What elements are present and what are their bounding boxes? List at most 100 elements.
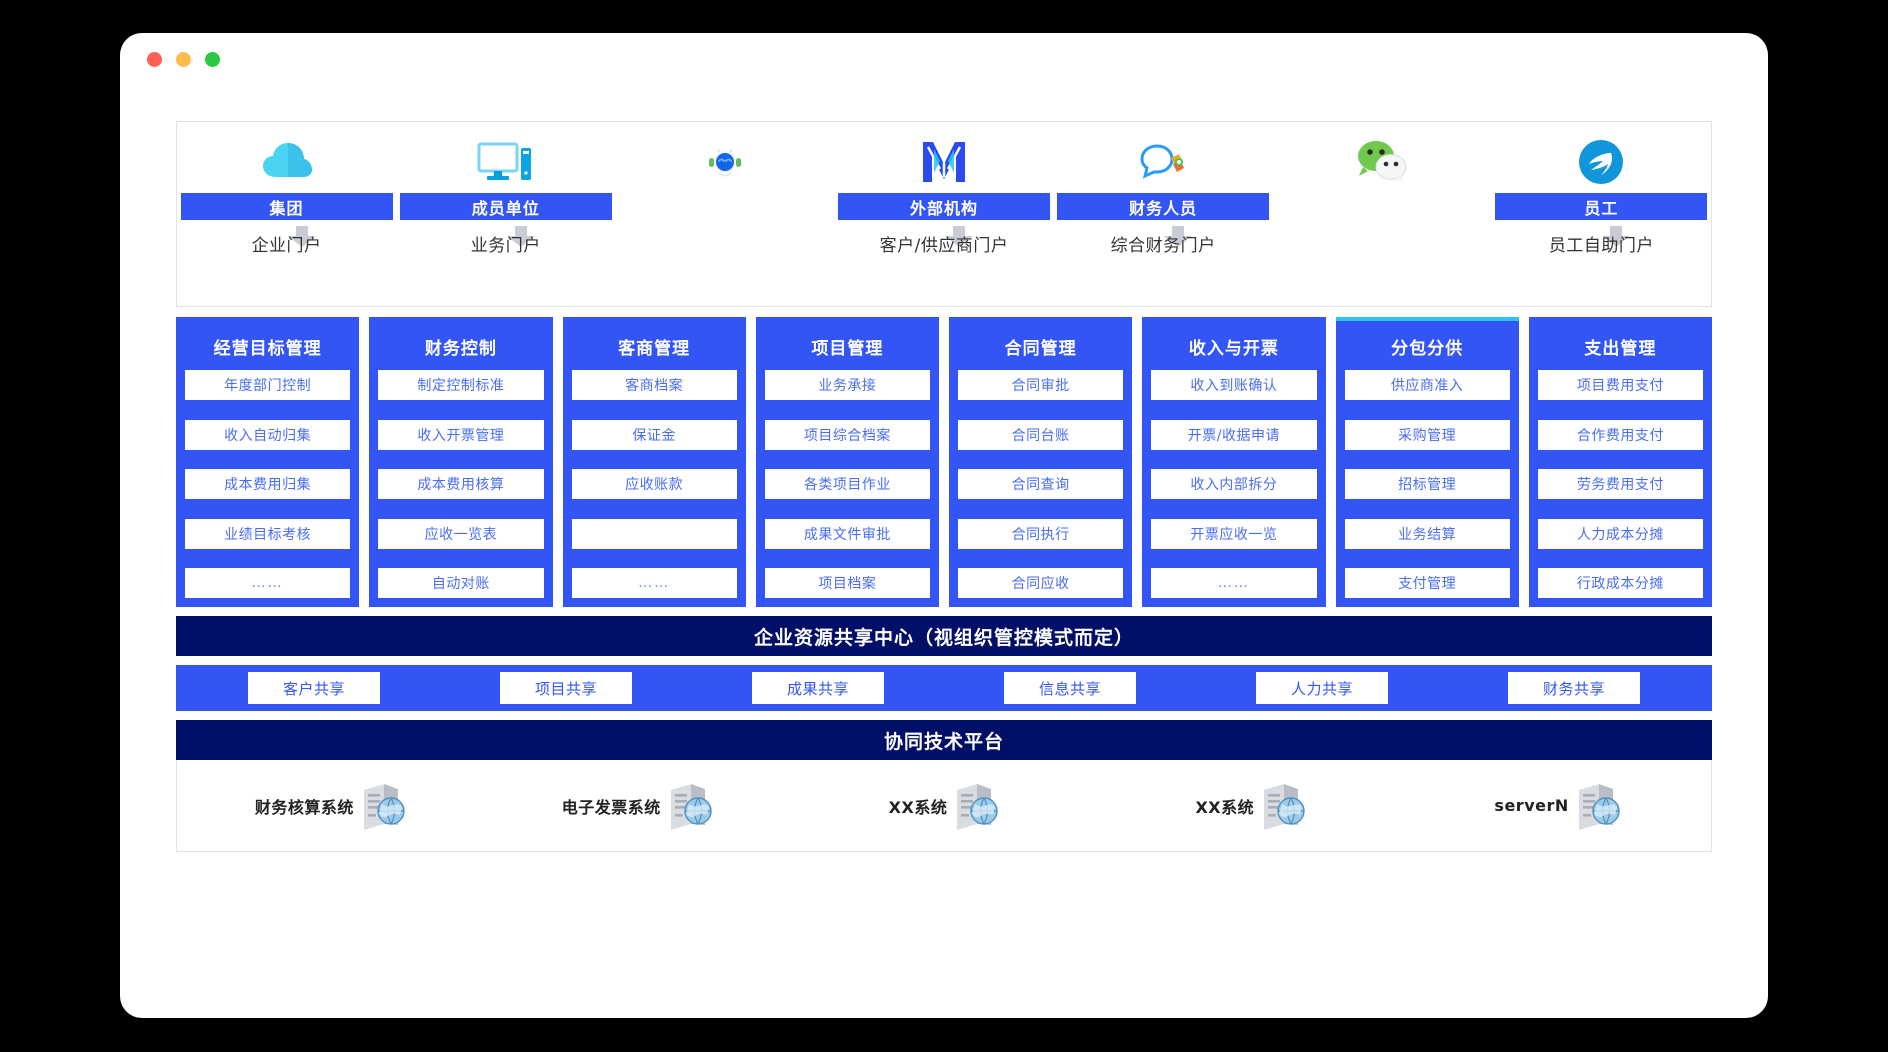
share-box-hr[interactable]: 人力共享 [1256, 672, 1388, 704]
portal-column-employee[interactable]: 员工 员工自助门户 [1492, 122, 1711, 306]
share-box-customer[interactable]: 客户共享 [248, 672, 380, 704]
module-item[interactable]: 人力成本分摊 [1537, 518, 1703, 549]
portal-column-external[interactable]: 外部机构 客户/供应商门户 [834, 122, 1053, 306]
module-item[interactable]: 合同审批 [958, 370, 1124, 400]
module-item-more[interactable]: …… [185, 568, 351, 598]
module-item[interactable]: 应收一览表 [378, 518, 544, 549]
module-item[interactable]: 业务承接 [764, 370, 930, 400]
module-item[interactable]: 项目综合档案 [764, 419, 930, 450]
server-globe-icon [1258, 780, 1306, 832]
portal-tag-label: 成员单位 [471, 198, 540, 218]
module-column-subcontracting[interactable]: 分包分供 供应商准入 采购管理 招标管理 业务结算 支付管理 [1335, 317, 1519, 607]
module-item[interactable]: 收入自动归集 [185, 419, 351, 450]
portal-tag-member-unit[interactable]: 成员单位 [399, 193, 612, 220]
cloud-icon [261, 135, 313, 189]
module-title: 合同管理 [1004, 339, 1077, 359]
module-item-list: 项目费用支付 合作费用支付 劳务费用支付 人力成本分摊 行政成本分摊 [1537, 370, 1703, 598]
module-column-project[interactable]: 项目管理 业务承接 项目综合档案 各类项目作业 成果文件审批 项目档案 [755, 317, 939, 607]
module-item[interactable]: 收入到账确认 [1151, 370, 1317, 400]
share-box-information[interactable]: 信息共享 [1004, 672, 1136, 704]
module-item[interactable]: 成本费用核算 [378, 469, 544, 499]
portal-column-member[interactable]: 成员单位 业务门户 [396, 122, 615, 306]
share-cell: 人力共享 [1196, 672, 1448, 704]
module-item[interactable]: 制定控制标准 [378, 370, 544, 400]
system-item-e-invoice[interactable]: 电子发票系统 [484, 780, 791, 832]
module-item-more[interactable]: …… [1151, 568, 1317, 598]
module-item[interactable]: 各类项目作业 [764, 469, 930, 499]
module-item[interactable]: 年度部门控制 [185, 370, 351, 400]
close-button[interactable] [147, 51, 162, 67]
share-box-achievement[interactable]: 成果共享 [752, 672, 884, 704]
module-column-financial-control[interactable]: 财务控制 制定控制标准 收入开票管理 成本费用核算 应收一览表 自动对账 [369, 317, 553, 607]
module-item[interactable]: 收入内部拆分 [1151, 469, 1317, 499]
module-item[interactable]: 行政成本分摊 [1537, 568, 1703, 598]
wechat-icon [1355, 135, 1409, 189]
server-globe-icon [951, 780, 999, 832]
portal-tag-label: 员工 [1584, 198, 1619, 218]
module-column-contract[interactable]: 合同管理 合同审批 合同台账 合同查询 合同执行 合同应收 [949, 317, 1133, 607]
maximize-button[interactable] [205, 51, 220, 67]
system-item-xx-2[interactable]: XX系统 [1097, 780, 1404, 832]
portal-name-customer-supplier: 客户/供应商门户 [879, 236, 1009, 256]
resource-sharing-center-band: 企业资源共享中心（视组织管控模式而定） [176, 616, 1712, 656]
share-cell: 客户共享 [188, 672, 440, 704]
module-title: 客商管理 [618, 339, 691, 359]
system-item-xx-1[interactable]: XX系统 [791, 780, 1098, 832]
portal-column-group[interactable]: 集团 企业门户 [177, 122, 396, 306]
module-item[interactable]: 成果文件审批 [764, 518, 930, 549]
module-column-revenue-invoice[interactable]: 收入与开票 收入到账确认 开票/收据申请 收入内部拆分 开票应收一览 …… [1142, 317, 1326, 607]
module-column-expenditure[interactable]: 支出管理 项目费用支付 合作费用支付 劳务费用支付 人力成本分摊 行政成本分摊 [1528, 317, 1712, 607]
qq-chat-icon [1139, 135, 1187, 189]
minimize-button[interactable] [176, 51, 191, 67]
portal-tag-employee[interactable]: 员工 [1495, 193, 1708, 220]
module-item[interactable]: 采购管理 [1344, 419, 1510, 450]
module-title: 分包分供 [1391, 339, 1464, 359]
dingtalk-icon [1578, 135, 1624, 189]
module-column-customer-supplier[interactable]: 客商管理 客商档案 保证金 应收账款 …… [562, 317, 746, 607]
module-item[interactable]: 支付管理 [1344, 568, 1510, 598]
module-item[interactable]: 项目档案 [764, 568, 930, 598]
module-item[interactable]: 合作费用支付 [1537, 419, 1703, 450]
portal-name-finance: 综合财务门户 [1110, 236, 1216, 256]
portal-tag-finance-staff[interactable]: 财务人员 [1057, 193, 1270, 220]
module-item[interactable]: 劳务费用支付 [1537, 469, 1703, 499]
module-item[interactable]: 合同台账 [958, 419, 1124, 450]
m-logo-icon [920, 135, 968, 189]
module-item[interactable]: 收入开票管理 [378, 419, 544, 450]
system-label: XX系统 [888, 797, 948, 817]
server-globe-icon [665, 780, 713, 832]
module-item[interactable]: 业务结算 [1344, 518, 1510, 549]
module-item[interactable]: 成本费用归集 [185, 469, 351, 499]
module-item-more[interactable]: …… [571, 568, 737, 598]
portal-column-finance[interactable]: 财务人员 综合财务门户 [1054, 122, 1273, 306]
module-column-business-goal[interactable]: 经营目标管理 年度部门控制 收入自动归集 成本费用归集 业绩目标考核 …… [176, 317, 360, 607]
module-item[interactable]: 开票/收据申请 [1151, 419, 1317, 450]
portal-name-business: 业务门户 [470, 236, 541, 256]
module-item[interactable]: 合同应收 [958, 568, 1124, 598]
system-label: 电子发票系统 [561, 797, 661, 817]
module-item[interactable]: 业绩目标考核 [185, 518, 351, 549]
module-item-empty[interactable] [571, 518, 737, 549]
diagram-canvas: 集团 企业门户 [176, 121, 1712, 961]
portals-panel: 集团 企业门户 [176, 121, 1712, 307]
share-box-finance[interactable]: 财务共享 [1508, 672, 1640, 704]
system-item-accounting[interactable]: 财务核算系统 [177, 780, 484, 832]
module-item[interactable]: 项目费用支付 [1537, 370, 1703, 400]
module-item[interactable]: 招标管理 [1344, 469, 1510, 499]
portal-tag-group[interactable]: 集团 [180, 193, 393, 220]
portal-tag-external-org[interactable]: 外部机构 [837, 193, 1050, 220]
module-item[interactable]: 合同执行 [958, 518, 1124, 549]
system-item-servern[interactable]: serverN [1404, 780, 1711, 832]
module-item[interactable]: 客商档案 [571, 370, 737, 400]
portal-name-enterprise: 企业门户 [251, 236, 322, 256]
module-item[interactable]: 应收账款 [571, 469, 737, 499]
module-item[interactable]: 开票应收一览 [1151, 518, 1317, 549]
module-item-list: 年度部门控制 收入自动归集 成本费用归集 业绩目标考核 …… [185, 370, 351, 598]
module-item[interactable]: 自动对账 [378, 568, 544, 598]
module-item[interactable]: 合同查询 [958, 469, 1124, 499]
module-item[interactable]: 保证金 [571, 419, 737, 450]
share-box-project[interactable]: 项目共享 [500, 672, 632, 704]
share-cell: 信息共享 [944, 672, 1196, 704]
module-item[interactable]: 供应商准入 [1344, 370, 1510, 400]
portal-tag-label: 外部机构 [909, 198, 978, 218]
